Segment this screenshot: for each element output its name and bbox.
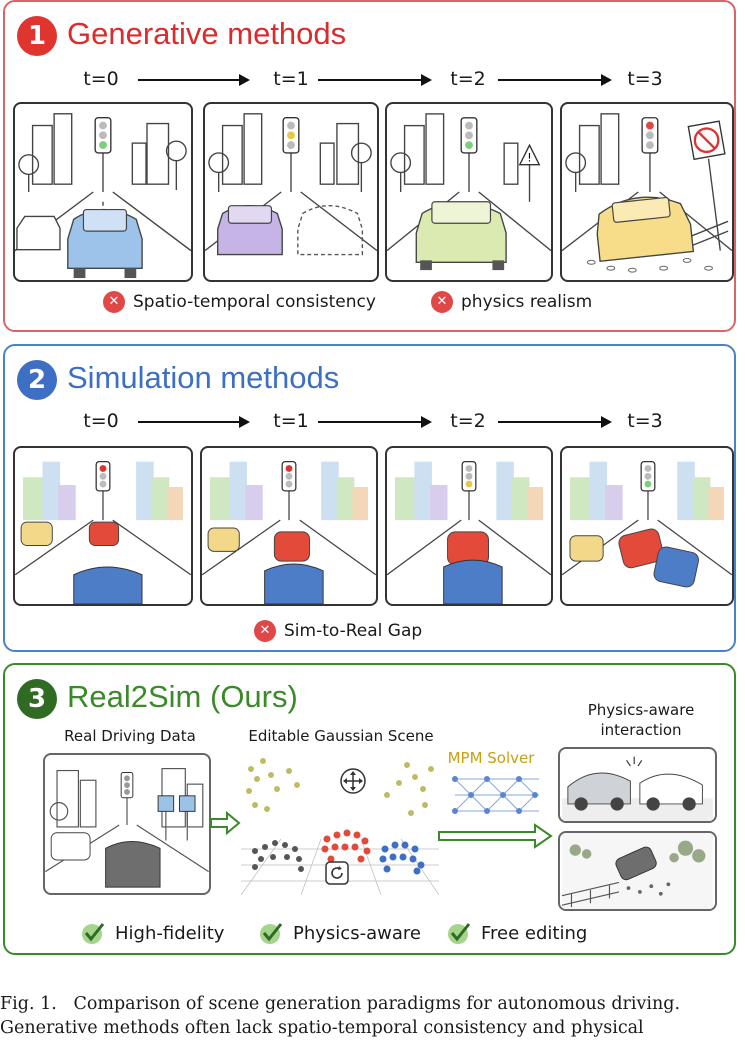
criterion-label: Sim-to-Real Gap xyxy=(284,621,423,641)
real2sim-panel: 3 Real2Sim (Ours) Real Driving Data Edit… xyxy=(3,663,736,955)
mpm-solver-label: MPM Solver xyxy=(447,749,535,767)
panel-title: Real2Sim (Ours) xyxy=(67,679,298,714)
interaction-label-line1: Physics-aware xyxy=(587,701,695,719)
gaussian-scene-image xyxy=(240,749,440,896)
move-icon[interactable] xyxy=(340,768,366,794)
arrow-right-icon xyxy=(138,416,250,428)
generated-frame: ! xyxy=(385,102,553,282)
timestep-label: t=3 xyxy=(627,410,663,432)
criterion-label: Physics-aware xyxy=(293,922,421,944)
timestep-label: t=3 xyxy=(627,68,663,90)
caption-line: Generative methods often lack spatio-tem… xyxy=(0,1018,644,1038)
criterion-item: Physics-aware xyxy=(259,921,421,945)
panel-number-badge: 2 xyxy=(17,360,57,400)
timestep-label: t=1 xyxy=(273,68,309,90)
criterion-label: Free editing xyxy=(481,922,588,944)
simulated-frame xyxy=(385,446,553,606)
panel-title: Generative methods xyxy=(67,16,347,51)
x-mark-icon: ✕ xyxy=(103,291,125,313)
svg-text:!: ! xyxy=(527,151,532,165)
simulated-frame xyxy=(13,446,193,606)
arrow-right-icon xyxy=(318,74,432,86)
simulated-frame xyxy=(200,446,378,606)
interaction-result-image xyxy=(558,831,717,911)
simulated-frame xyxy=(560,446,734,606)
criterion-label: High-fidelity xyxy=(115,922,225,944)
timestep-label: t=0 xyxy=(83,410,119,432)
timestep-label: t=1 xyxy=(273,410,309,432)
timestep-label: t=2 xyxy=(450,68,486,90)
criterion-label: Spatio-temporal consistency xyxy=(133,292,376,312)
interaction-result-image xyxy=(558,747,717,823)
mpm-grid-graphic xyxy=(452,776,539,814)
gaussian-scene-label: Editable Gaussian Scene xyxy=(248,727,434,745)
rotate-icon[interactable] xyxy=(325,861,349,885)
criterion-item: ✕ Spatio-temporal consistency xyxy=(103,291,376,313)
arrow-right-icon xyxy=(318,416,432,428)
criterion-item: High-fidelity xyxy=(81,921,224,945)
x-mark-icon: ✕ xyxy=(431,291,453,313)
timestep-label: t=2 xyxy=(450,410,486,432)
check-mark-icon xyxy=(82,923,105,944)
simulation-methods-panel: 2 Simulation methods t=0 t=1 t=2 t=3 xyxy=(3,344,736,652)
criterion-item: ✕ Sim-to-Real Gap xyxy=(254,620,422,642)
caption-line: Fig. 1. Comparison of scene generation p… xyxy=(0,994,681,1014)
arrow-right-icon xyxy=(138,74,250,86)
panel-number-badge: 3 xyxy=(17,679,57,719)
check-mark-icon xyxy=(448,923,471,944)
interaction-label-line2: interaction xyxy=(600,721,682,739)
generated-frame xyxy=(560,102,734,282)
panel-number-badge: 1 xyxy=(17,16,57,56)
real-driving-data-label: Real Driving Data xyxy=(64,727,196,745)
criterion-label: physics realism xyxy=(461,292,593,312)
x-mark-icon: ✕ xyxy=(254,620,276,642)
panel-title: Simulation methods xyxy=(67,360,340,395)
figure-caption: Fig. 1. Comparison of scene generation p… xyxy=(0,992,745,1040)
arrow-right-icon xyxy=(210,811,241,835)
arrow-right-icon xyxy=(438,823,553,849)
arrow-right-icon xyxy=(498,74,612,86)
real-driving-image xyxy=(43,753,211,895)
generative-methods-panel: 1 Generative methods t=0 t=1 t=2 t=3 xyxy=(3,0,736,332)
check-mark-icon xyxy=(260,923,283,944)
criterion-item: Free editing xyxy=(447,921,587,945)
arrow-right-icon xyxy=(498,416,612,428)
generated-frame xyxy=(203,102,379,282)
timestep-label: t=0 xyxy=(83,68,119,90)
generated-frame xyxy=(13,102,193,282)
criterion-item: ✕ physics realism xyxy=(431,291,592,313)
